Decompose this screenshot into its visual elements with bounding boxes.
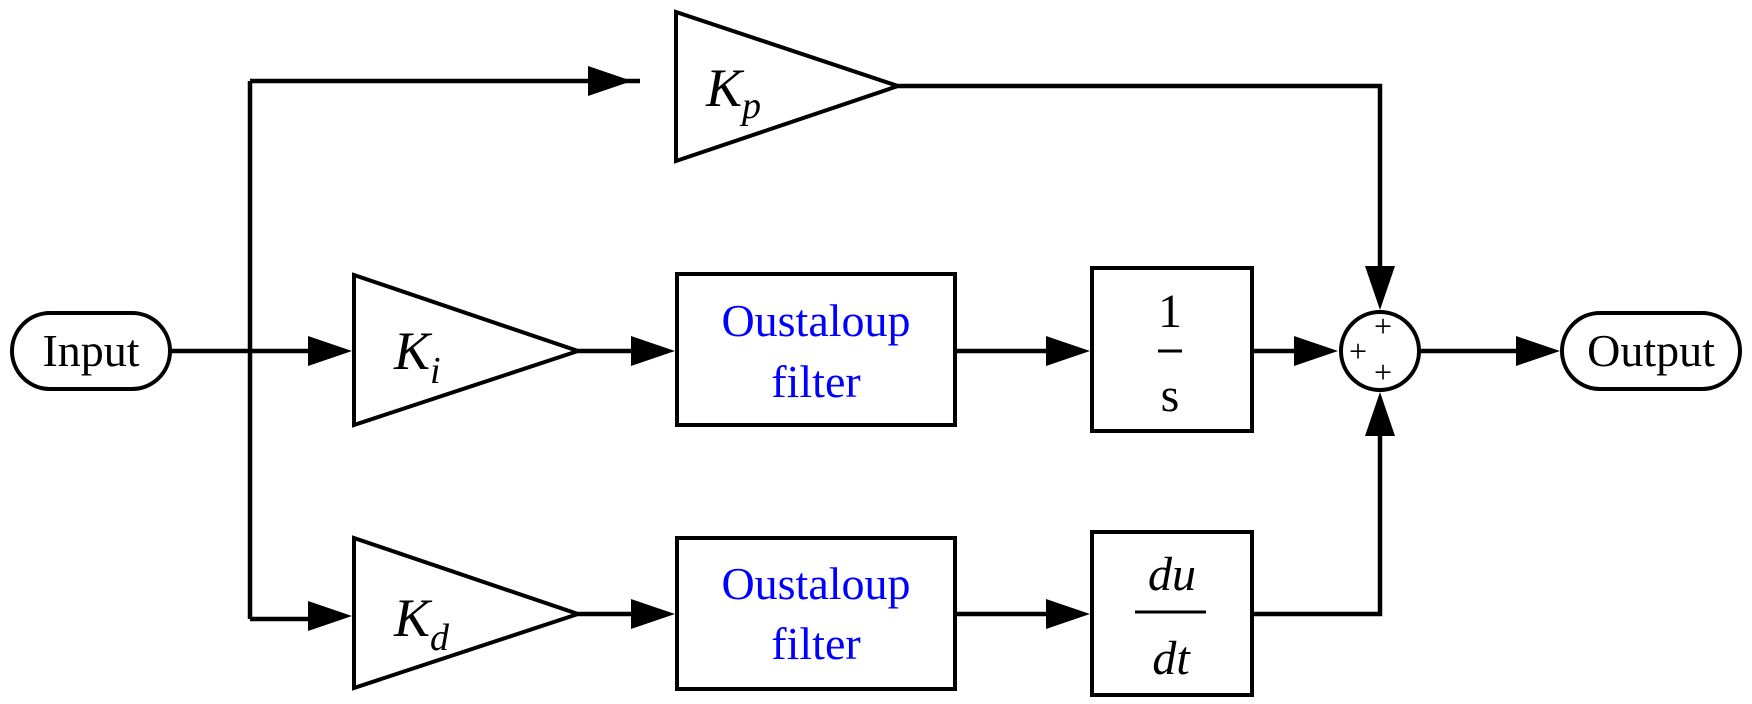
arrowhead-ki-input [308,336,352,366]
arrowhead-differentiator-input [1046,599,1090,629]
derivative-gain-label: Kd [393,588,450,659]
integral-gain-label: Ki [393,321,441,392]
signal-wires [170,78,1520,622]
gain-subscript: d [430,617,450,659]
sum-sign-bottom: + [1374,354,1392,390]
filter-label-line1: Oustaloup [721,558,910,609]
filter-label-line2: filter [771,618,860,669]
arrowhead-sum-left [1294,336,1338,366]
proportional-gain-block: Kp [674,9,905,164]
derivative-oustaloup-filter-block: Oustaloup filter [675,536,957,691]
output-terminal-shape [1560,311,1742,391]
differentiator-denominator: dt [1152,632,1191,685]
wire-kp-to-sum [898,83,1383,270]
arrowhead-filter-input [631,599,675,629]
differentiator-box [1090,530,1254,697]
gain-subscript: i [430,350,441,392]
input-terminal: Input [10,311,172,391]
differentiator-numerator: du [1148,548,1196,601]
arrowhead-filter-input [631,336,675,366]
output-terminal: Output [1560,311,1742,391]
output-label: Output [1587,325,1715,376]
gain-symbol: K [705,58,745,118]
summing-junction-circle [1339,310,1421,392]
sum-sign-top: + [1374,308,1392,344]
arrowhead-output [1516,336,1560,366]
summing-junction: + + + [1339,308,1421,392]
derivative-filter-box [675,536,957,691]
integrator-block: 1 s [1090,266,1254,433]
derivative-gain-triangle [352,535,585,691]
integrator-box [1090,266,1254,433]
filter-label-line1: Oustaloup [721,295,910,346]
derivative-gain-block: Kd [352,535,585,691]
sum-sign-left: + [1349,333,1367,369]
arrowhead-kp-input [588,66,632,96]
integrator-denominator: s [1161,369,1180,422]
gain-subscript: p [739,85,761,127]
input-terminal-shape [10,311,172,391]
input-label: Input [42,325,139,376]
arrowhead-sum-bottom [1365,392,1395,436]
differentiator-block: du dt [1090,530,1254,697]
arrowheads [308,66,1560,631]
proportional-gain-label: Kp [705,58,761,127]
wire-differentiator-to-sum [1252,435,1383,617]
filter-label-line2: filter [771,356,860,407]
arrowhead-sum-top [1365,266,1395,310]
integral-filter-box [675,272,957,427]
gain-symbol: K [393,588,433,648]
integral-gain-triangle [352,272,585,428]
proportional-gain-triangle [674,9,905,164]
integral-oustaloup-filter-block: Oustaloup filter [675,272,957,427]
integrator-numerator: 1 [1158,285,1182,338]
arrowhead-kd-input [308,601,352,631]
arrowhead-integrator-input [1046,336,1090,366]
integral-gain-block: Ki [352,272,585,428]
gain-symbol: K [393,321,433,381]
